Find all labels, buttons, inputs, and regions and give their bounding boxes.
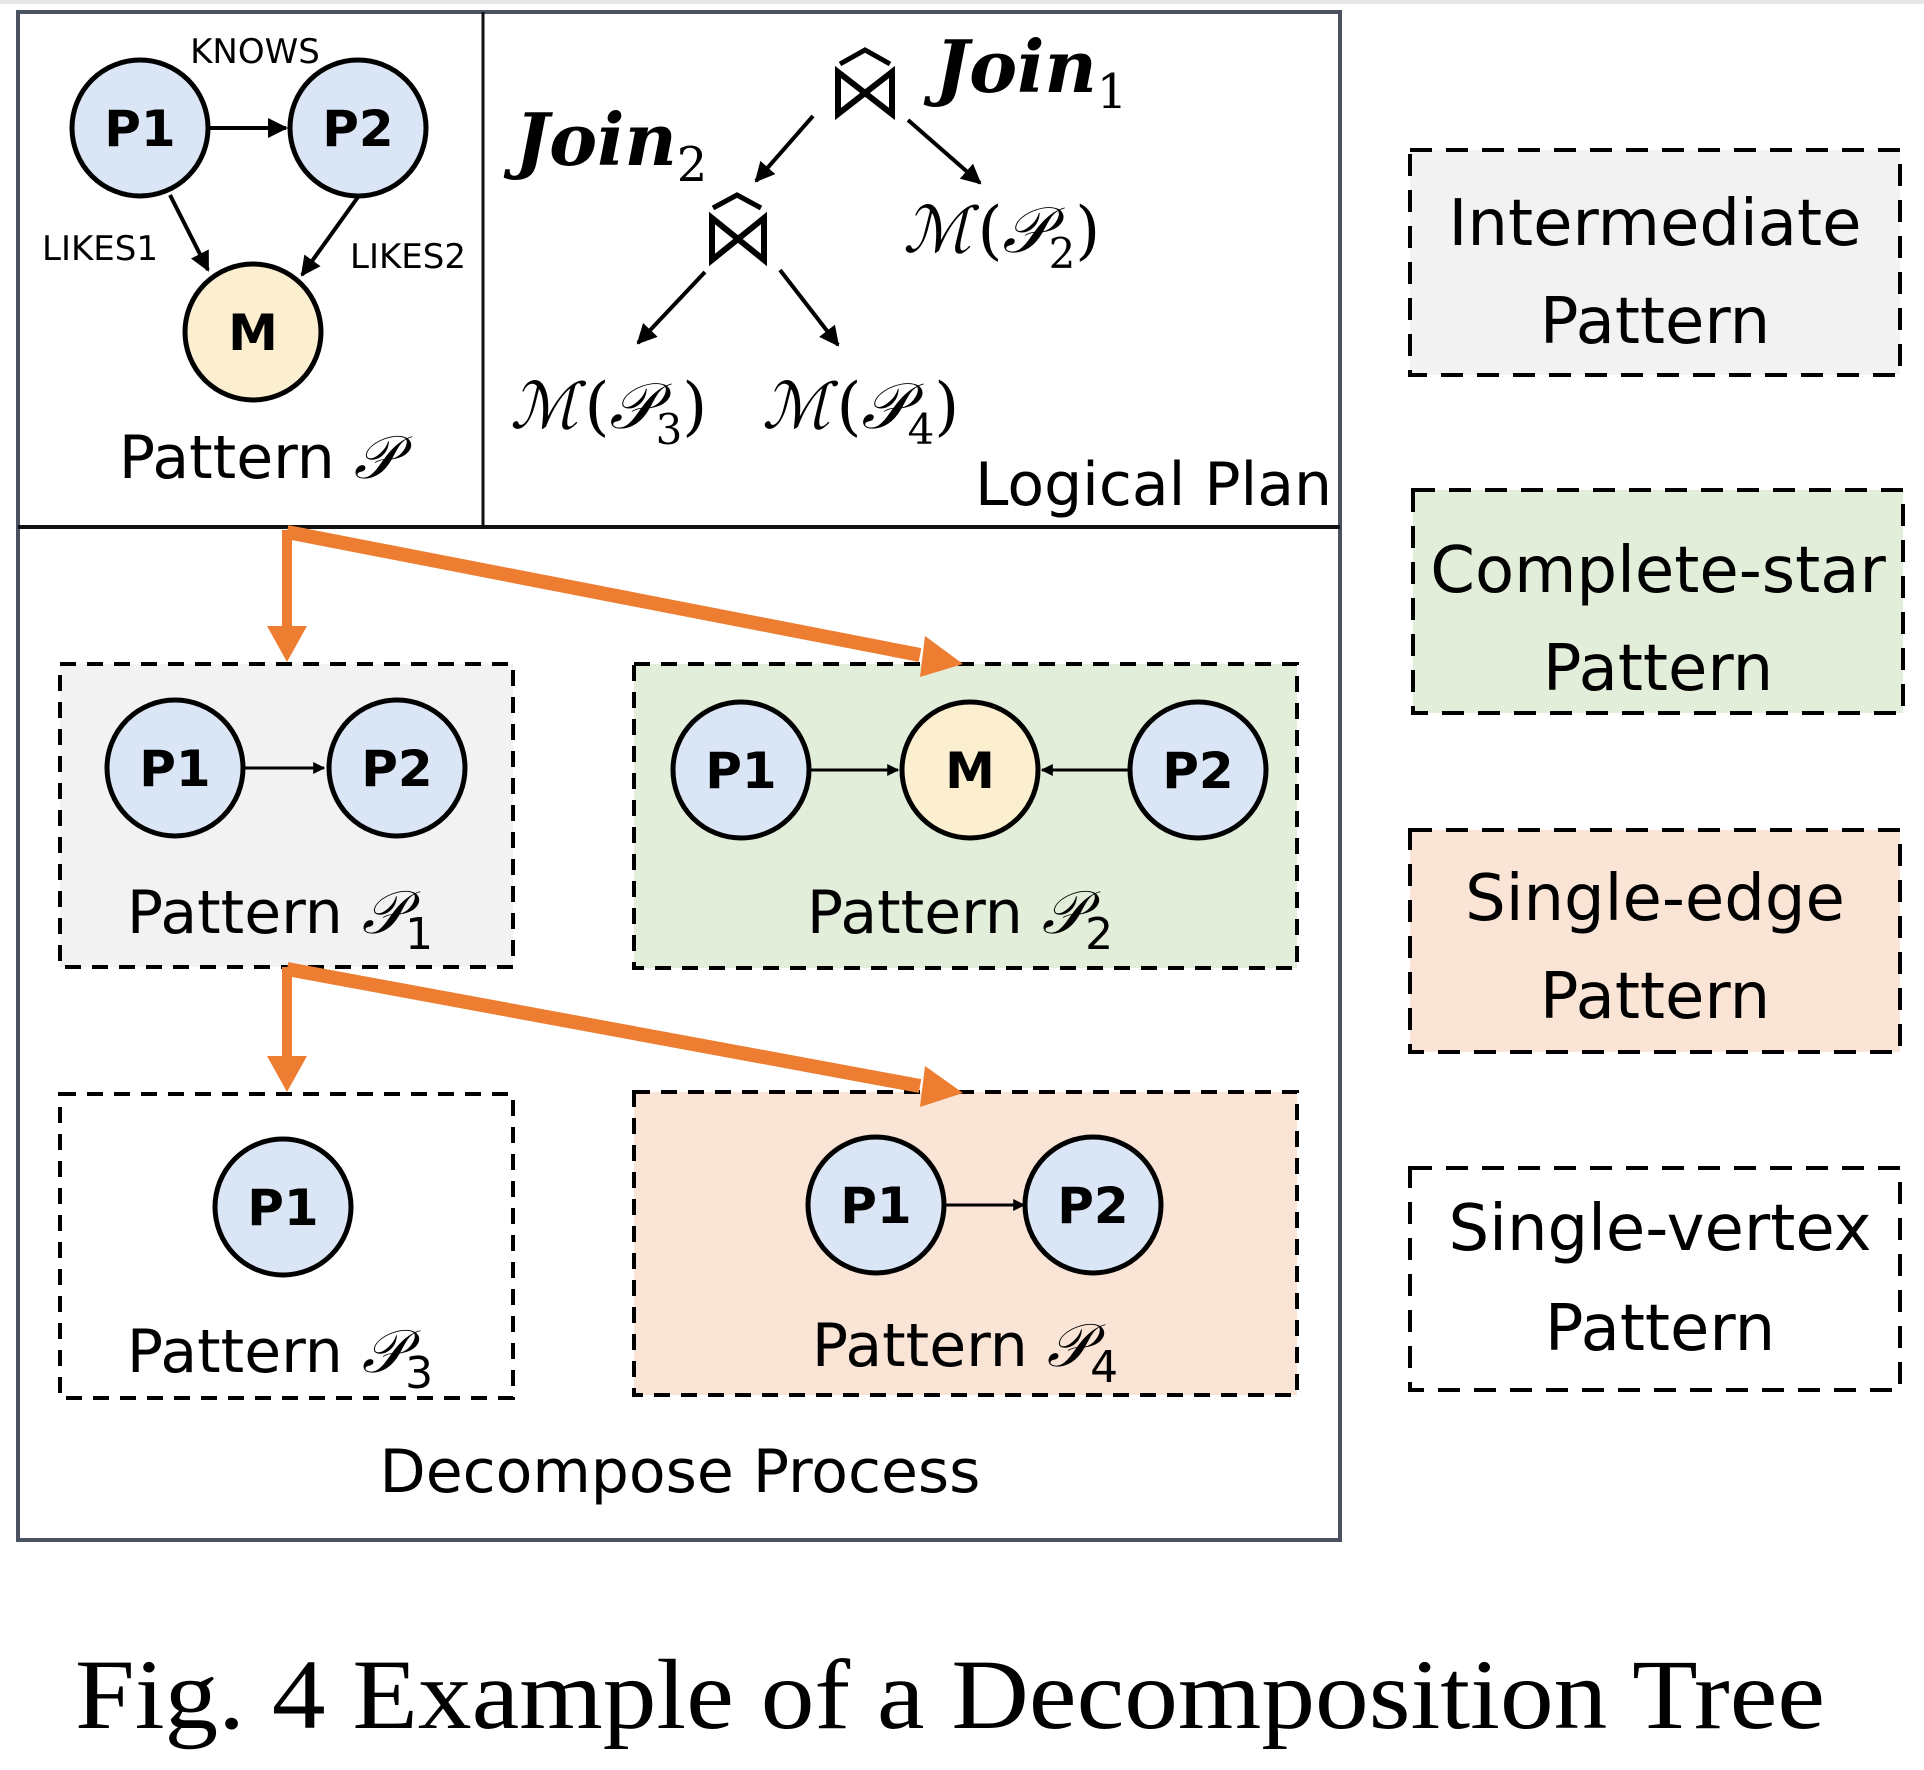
pattern-p-panel: P1 P2 M KNOWS LIKES1 LIKES2 Pattern 𝒫 [42,32,466,493]
legend-intermediate-line2: Pattern [1540,285,1770,359]
figure-caption: Fig. 4 Example of a Decomposition Tree [75,1639,1825,1750]
decompose-panel: P1 P2 Pattern 𝒫1 P1 M P2 Pattern 𝒫2 P1 P… [58,525,1299,1507]
edge-likes1-label: LIKES1 [42,229,158,269]
logical-plan-title: Logical Plan [975,450,1332,520]
p1-node-p1-label: P1 [139,740,210,798]
arrow-p1-to-p4 [285,962,922,1093]
pattern-p2-caption: Pattern 𝒫2 [807,878,1113,960]
p2-node-m [899,699,1041,841]
main-panel [16,10,1342,1542]
p1-node-p2 [326,697,468,839]
plan-arrow-join1-join2 [754,114,815,183]
p4-node-p2 [1022,1134,1164,1276]
plan-arrow-join1-mp2 [906,118,982,185]
outer-border [16,10,1342,1542]
decompose-arrows [267,525,963,1107]
legend-swatch-complete-star [1411,488,1905,715]
legend-swatch-intermediate [1408,148,1902,377]
top-strip [0,0,1924,4]
legend-item-intermediate: Intermediate Pattern [1408,148,1902,377]
join2-label: Join2 [503,97,707,193]
node-p2-label: P2 [322,100,393,158]
edge-likes1 [168,194,210,272]
match-p4-label: ℳ(𝒫4) [762,370,959,454]
legend-single-edge-line2: Pattern [1540,960,1770,1034]
legend-complete-star-line2: Pattern [1543,632,1773,706]
node-p1-label: P1 [104,100,175,158]
legend: Intermediate Pattern Complete-star Patte… [1408,148,1905,1392]
arrow-p-to-p2-head [920,636,963,677]
p2-node-p1-label: P1 [705,742,776,800]
pattern-p-caption-prefix: Pattern [119,423,354,493]
join2-operator [709,192,767,267]
edge-knows-label: KNOWS [190,32,320,72]
legend-intermediate-line1: Intermediate [1449,187,1862,261]
arrow-p-to-p2 [285,525,922,662]
join2-label-sub: 2 [677,137,708,193]
match-p2-label: ℳ(𝒫2) [903,194,1100,278]
pattern-p4-box: P1 P2 Pattern 𝒫4 [632,1090,1299,1397]
legend-swatch-single-edge [1408,828,1902,1054]
p4-node-p1 [805,1134,947,1276]
p1-node-p2-label: P2 [361,740,432,798]
pattern-p1-box: P1 P2 Pattern 𝒫1 [58,662,515,969]
join1-bowtie-icon [835,65,895,121]
plan-arrow-join2-mp3 [636,270,707,345]
legend-swatch-single-vertex [1408,1166,1902,1392]
legend-item-single-edge: Single-edge Pattern [1408,828,1902,1054]
pattern-p-caption-symbol: 𝒫 [354,423,413,493]
p2-node-p1 [670,699,812,841]
node-p1 [69,57,211,199]
legend-single-vertex-line2: Pattern [1545,1292,1775,1366]
edge-likes2-label: LIKES2 [350,237,466,277]
join1-label: Join1 [923,24,1127,120]
arrow-p1-to-p3-head [267,1056,307,1092]
legend-single-edge-line1: Single-edge [1465,862,1845,936]
p3-node-p1 [212,1136,354,1278]
p2-node-p2-label: P2 [1162,742,1233,800]
p4-node-p1-label: P1 [840,1177,911,1235]
pattern-p4-caption: Pattern 𝒫4 [812,1311,1118,1393]
pattern-p2-box: P1 M P2 Pattern 𝒫2 [632,662,1299,970]
join2-label-text: Join [503,97,677,182]
p1-node-p1 [104,697,246,839]
pattern-p4-frame [632,1090,1299,1397]
logical-plan-panel: Join1 Join2 ℳ(𝒫2) ℳ(𝒫3) ℳ(𝒫4) Logical Pl… [503,24,1332,520]
pattern-p3-box: P1 Pattern 𝒫3 [58,1092,515,1400]
legend-item-single-vertex: Single-vertex Pattern [1408,1166,1902,1392]
pattern-p3-caption: Pattern 𝒫3 [127,1317,433,1399]
match-p3-label: ℳ(𝒫3) [510,370,707,454]
p3-node-p1-label: P1 [247,1179,318,1237]
arrow-p1-to-p4-head [920,1066,963,1107]
join1-operator [835,47,895,121]
legend-item-complete-star: Complete-star Pattern [1411,488,1905,715]
node-m-label: M [228,304,278,362]
p2-node-p2 [1127,699,1269,841]
node-p2 [287,57,429,199]
arrow-p-to-p1-head [267,626,307,662]
edge-likes2 [300,195,360,277]
p2-node-m-label: M [945,742,995,800]
join1-hat-icon [838,47,892,67]
join1-label-text: Join [923,24,1097,109]
legend-single-vertex-line1: Single-vertex [1449,1192,1872,1266]
join1-label-sub: 1 [1097,64,1128,120]
join2-hat-icon [711,192,763,211]
pattern-p1-caption: Pattern 𝒫1 [127,878,433,960]
plan-arrow-join2-mp4 [778,268,840,347]
p4-node-p2-label: P2 [1057,1177,1128,1235]
pattern-p-caption: Pattern 𝒫 [119,423,413,493]
legend-complete-star-line1: Complete-star [1430,534,1886,608]
join2-bowtie-icon [709,211,767,267]
node-m [182,261,324,403]
decompose-title: Decompose Process [380,1437,981,1507]
